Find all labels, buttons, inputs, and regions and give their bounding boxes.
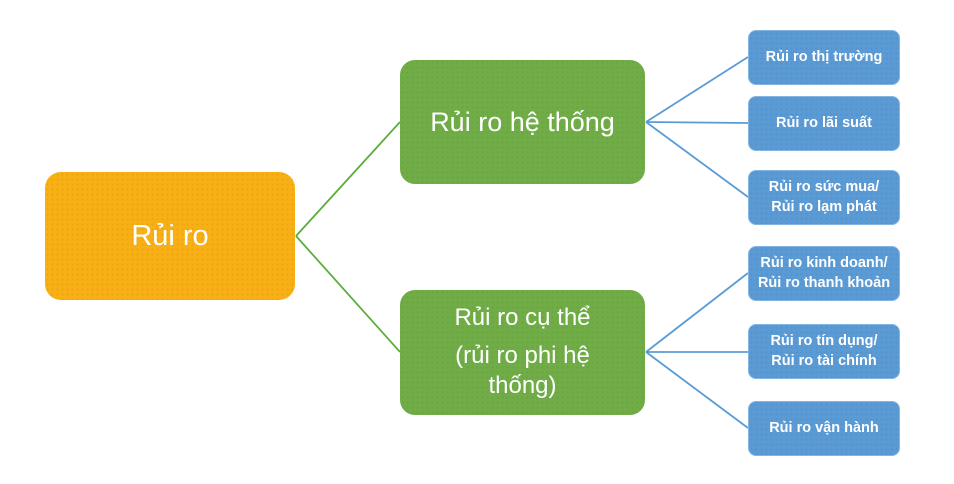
leaf-label-line2: Rủi ro thanh khoản <box>757 274 891 291</box>
leaf-rui-ro-suc-mua-lam-phat: Rủi ro sức mua/ Rủi ro lạm phát <box>748 170 900 225</box>
connector-branch1-leaf1 <box>645 56 749 123</box>
connector-branch2-leaf1 <box>645 272 749 353</box>
node-rui-ro-he-thong-label: Rủi ro hệ thống <box>430 106 615 137</box>
leaf-label-line1: Rủi ro tín dụng/ <box>770 332 878 349</box>
node-rui-ro-he-thong: Rủi ro hệ thống <box>400 60 645 184</box>
node-rui-ro-cu-the-line1: Rủi ro cụ thể <box>454 303 591 331</box>
leaf-label: Rủi ro thị trường <box>765 48 883 65</box>
leaf-label: Rủi ro vận hành <box>769 419 879 436</box>
connector-branch1-leaf3 <box>645 121 749 198</box>
connector-root-branch1 <box>295 121 401 237</box>
leaf-rui-ro-lai-suat: Rủi ro lãi suất <box>748 96 900 151</box>
leaf-label-line1: Rủi ro sức mua/ <box>768 178 880 195</box>
node-rui-ro-label: Rủi ro <box>131 219 209 252</box>
leaf-rui-ro-kinh-doanh-thanh-khoan: Rủi ro kinh doanh/ Rủi ro thanh khoản <box>748 246 900 301</box>
connector-branch2-leaf3 <box>645 351 749 429</box>
node-rui-ro: Rủi ro <box>45 172 295 300</box>
leaf-label-line2: Rủi ro lạm phát <box>771 198 877 215</box>
leaf-rui-ro-tin-dung-tai-chinh: Rủi ro tín dụng/ Rủi ro tài chính <box>748 324 900 379</box>
leaf-label-line2: Rủi ro tài chính <box>771 352 877 369</box>
connector-root-branch2 <box>295 235 401 353</box>
node-rui-ro-cu-the: Rủi ro cụ thể (rủi ro phi hệ thống) <box>400 290 645 415</box>
connector-branch1-leaf2 <box>645 121 749 124</box>
leaf-rui-ro-thi-truong: Rủi ro thị trường <box>748 30 900 85</box>
leaf-rui-ro-van-hanh: Rủi ro vận hành <box>748 401 900 456</box>
node-rui-ro-cu-the-line2: (rủi ro phi hệ thống) <box>455 341 590 400</box>
leaf-label-line1: Rủi ro kinh doanh/ <box>760 254 888 271</box>
leaf-label: Rủi ro lãi suất <box>776 114 872 131</box>
